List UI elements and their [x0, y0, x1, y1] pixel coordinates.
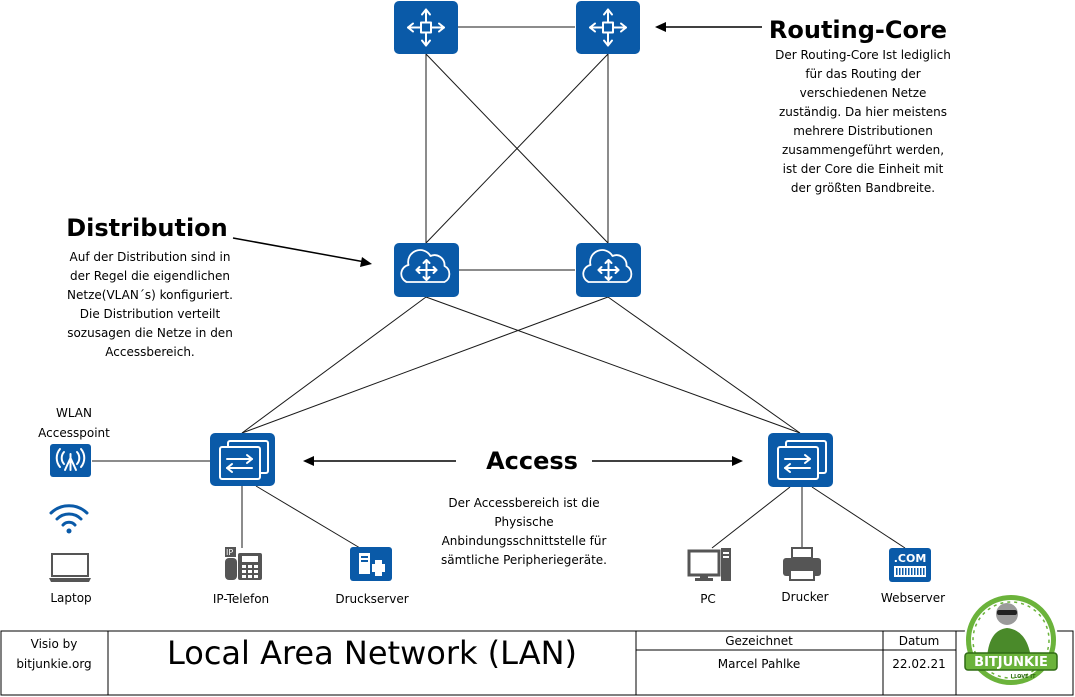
link-access1-printserver — [255, 485, 361, 549]
distribution-switch-1 — [394, 243, 459, 297]
title-block: Visio by bitjunkie.org Local Area Networ… — [0, 593, 1074, 696]
arrowhead-icon — [655, 22, 666, 32]
routing-core-description: Der Routing-Core Ist lediglich für das R… — [775, 48, 951, 195]
date-value: 22.02.21 — [892, 657, 945, 671]
link-dist2-access1 — [241, 296, 609, 434]
visio-by-line1: Visio by — [31, 637, 78, 651]
link-dist1-access2 — [425, 296, 801, 434]
wlan-label-line2: Accesspoint — [38, 426, 110, 440]
ip-phone-label: IP-Telefon — [213, 592, 269, 606]
stacked-switch-icon — [219, 440, 269, 480]
distribution-heading: Distribution — [66, 214, 228, 242]
core-router-1 — [394, 1, 458, 54]
logo-text: BITJUNKIE — [974, 655, 1048, 670]
drawn-label: Gezeichnet — [725, 634, 793, 648]
printserver-label: Druckserver — [335, 592, 408, 606]
svg-text:ist der Core die Einheit mit: ist der Core die Einheit mit — [783, 162, 944, 176]
wifi-icon — [49, 504, 89, 534]
svg-text:zuständig. Da hier meistens: zuständig. Da hier meistens — [779, 105, 947, 119]
svg-text:für das Routing der: für das Routing der — [805, 67, 920, 81]
access-heading: Access — [486, 447, 578, 475]
printer-icon — [783, 547, 821, 581]
link-access2-pc — [711, 486, 791, 549]
arrow-distribution — [232, 237, 366, 263]
svg-text:Der Routing-Core Ist lediglich: Der Routing-Core Ist lediglich — [775, 48, 951, 62]
svg-text:Netze(VLAN´s) konfiguriert.: Netze(VLAN´s) konfiguriert. — [67, 288, 233, 302]
webserver-label: Webserver — [881, 591, 945, 605]
svg-text:mehrere Distributionen: mehrere Distributionen — [793, 124, 933, 138]
svg-text:zusammengeführt werden,: zusammengeführt werden, — [782, 143, 944, 157]
arrowhead-icon — [732, 456, 743, 466]
pc-icon — [687, 548, 731, 581]
stacked-switch-icon — [777, 440, 827, 480]
bitjunkie-logo: BITJUNKIE I LOVE IT — [964, 593, 1058, 687]
access-description: Der Accessbereich ist die Physische Anbi… — [441, 496, 607, 567]
wlan-accesspoint-icon — [50, 444, 91, 477]
svg-text:Der Accessbereich ist die: Der Accessbereich ist die — [448, 496, 599, 510]
webserver-badge: .COM — [894, 552, 927, 565]
date-label: Datum — [899, 634, 940, 648]
router-arrows-icon — [589, 8, 627, 47]
svg-text:Auf der Distribution sind in: Auf der Distribution sind in — [70, 250, 231, 264]
access-switch-1 — [210, 433, 275, 486]
webserver-icon: .COM — [889, 548, 931, 582]
svg-text:der Regel die eigendlichen: der Regel die eigendlichen — [70, 269, 230, 283]
link-dist1-access1 — [241, 296, 427, 434]
diagram-title: Local Area Network (LAN) — [167, 634, 577, 672]
arrowhead-icon — [360, 257, 372, 267]
svg-text:Accessbereich.: Accessbereich. — [105, 345, 194, 359]
svg-text:Physische: Physische — [494, 515, 553, 529]
arrowhead-icon — [303, 456, 314, 466]
access-switch-2 — [768, 433, 833, 487]
cloud-router-icon — [582, 249, 633, 283]
core-router-2 — [576, 1, 640, 54]
drawn-value: Marcel Pahlke — [718, 657, 800, 671]
cloud-router-icon — [400, 249, 451, 283]
ip-phone-icon: IP — [225, 547, 262, 580]
wlan-label-line1: WLAN — [56, 406, 92, 420]
routing-core-heading: Routing-Core — [769, 16, 947, 44]
arrows — [232, 22, 762, 466]
connections — [92, 26, 906, 549]
laptop-icon — [49, 553, 91, 582]
svg-text:sozusagen die Netze in den: sozusagen die Netze in den — [67, 326, 233, 340]
svg-text:sämtliche Peripheriegeräte.: sämtliche Peripheriegeräte. — [441, 553, 607, 567]
svg-text:verschiedenen Netze: verschiedenen Netze — [800, 86, 927, 100]
distribution-switch-2 — [576, 243, 641, 297]
link-core2-dist1 — [425, 53, 609, 244]
ip-phone-badge: IP — [226, 548, 233, 557]
laptop-label: Laptop — [50, 591, 91, 605]
link-access2-webserver — [811, 486, 906, 549]
logo-tagline: I LOVE IT — [1010, 674, 1036, 680]
link-dist2-access2 — [607, 296, 801, 434]
visio-by-line2: bitjunkie.org — [16, 657, 91, 671]
pc-label: PC — [700, 592, 716, 606]
svg-text:Anbindungsschnittstelle für: Anbindungsschnittstelle für — [442, 534, 607, 548]
svg-text:Die Distribution verteilt: Die Distribution verteilt — [80, 307, 221, 321]
distribution-description: Auf der Distribution sind in der Regel d… — [67, 250, 233, 359]
printer-label: Drucker — [781, 590, 828, 604]
router-arrows-icon — [407, 8, 445, 47]
printserver-icon — [350, 547, 392, 581]
svg-text:der größten Bandbreite.: der größten Bandbreite. — [791, 181, 935, 195]
